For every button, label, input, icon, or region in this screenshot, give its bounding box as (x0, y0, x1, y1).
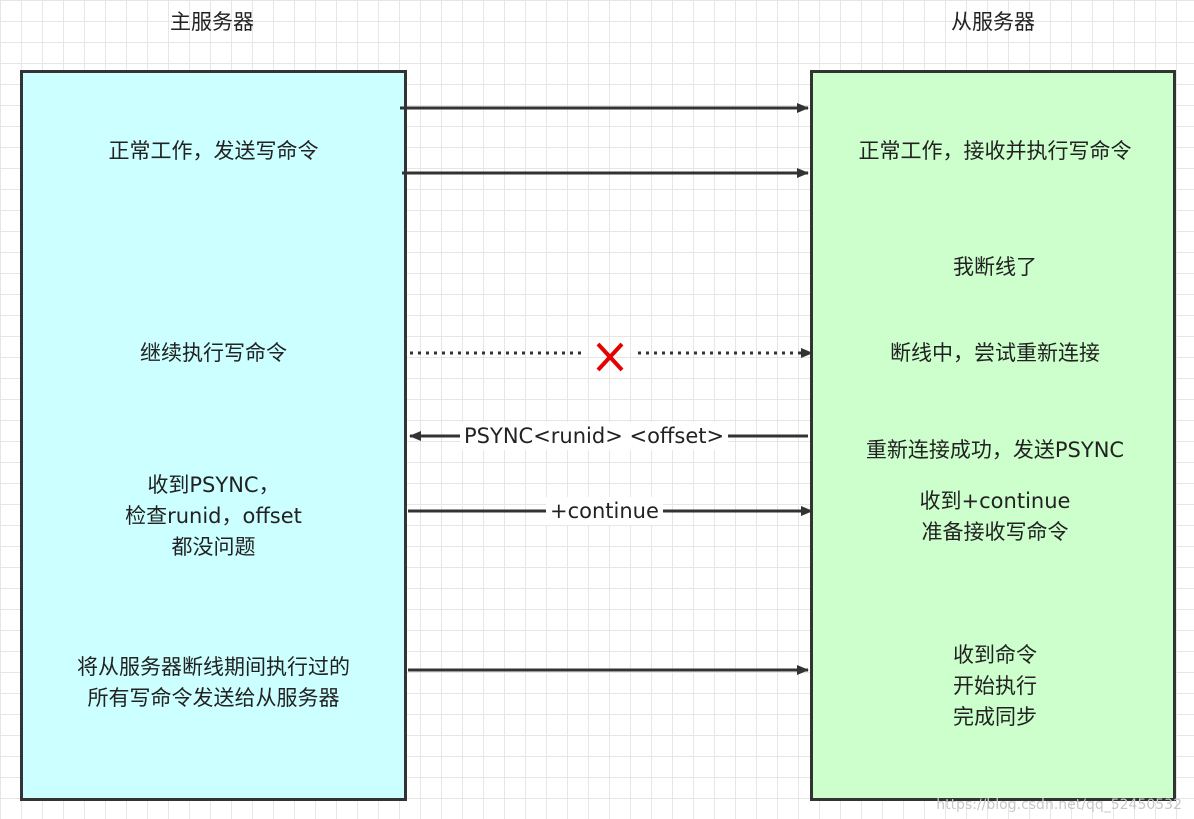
slave-msg-disconnected: 我断线了 (953, 255, 1037, 279)
slave-server-box (810, 70, 1176, 801)
master-msg-continue-writing: 继续执行写命令 (140, 341, 287, 365)
edge-label-continue: +continue (546, 497, 663, 525)
x-mark-icon (596, 342, 624, 372)
slave-msg-normal: 正常工作，接收并执行写命令 (858, 139, 1132, 163)
slave-msg-received-continue: 收到+continue 准备接收写命令 (919, 489, 1071, 544)
master-msg-normal: 正常工作，发送写命令 (108, 139, 319, 163)
edge-label-psync: PSYNC<runid> <offset> (460, 422, 729, 450)
master-msg-psync-check: 收到PSYNC， 检查runid，offset 都没问题 (125, 473, 302, 559)
slave-msg-sync-complete: 收到命令 开始执行 完成同步 (953, 643, 1037, 729)
slave-msg-reconnected: 重新连接成功，发送PSYNC (865, 438, 1125, 462)
master-server-box (20, 70, 407, 801)
slave-msg-reconnecting: 断线中，尝试重新连接 (890, 341, 1100, 365)
slave-title: 从服务器 (951, 10, 1035, 34)
master-title: 主服务器 (170, 10, 254, 34)
master-msg-send-backlog: 将从服务器断线期间执行过的 所有写命令发送给从服务器 (77, 655, 350, 710)
watermark: https://blog.csdn.net/qq_52450532 (936, 797, 1182, 813)
